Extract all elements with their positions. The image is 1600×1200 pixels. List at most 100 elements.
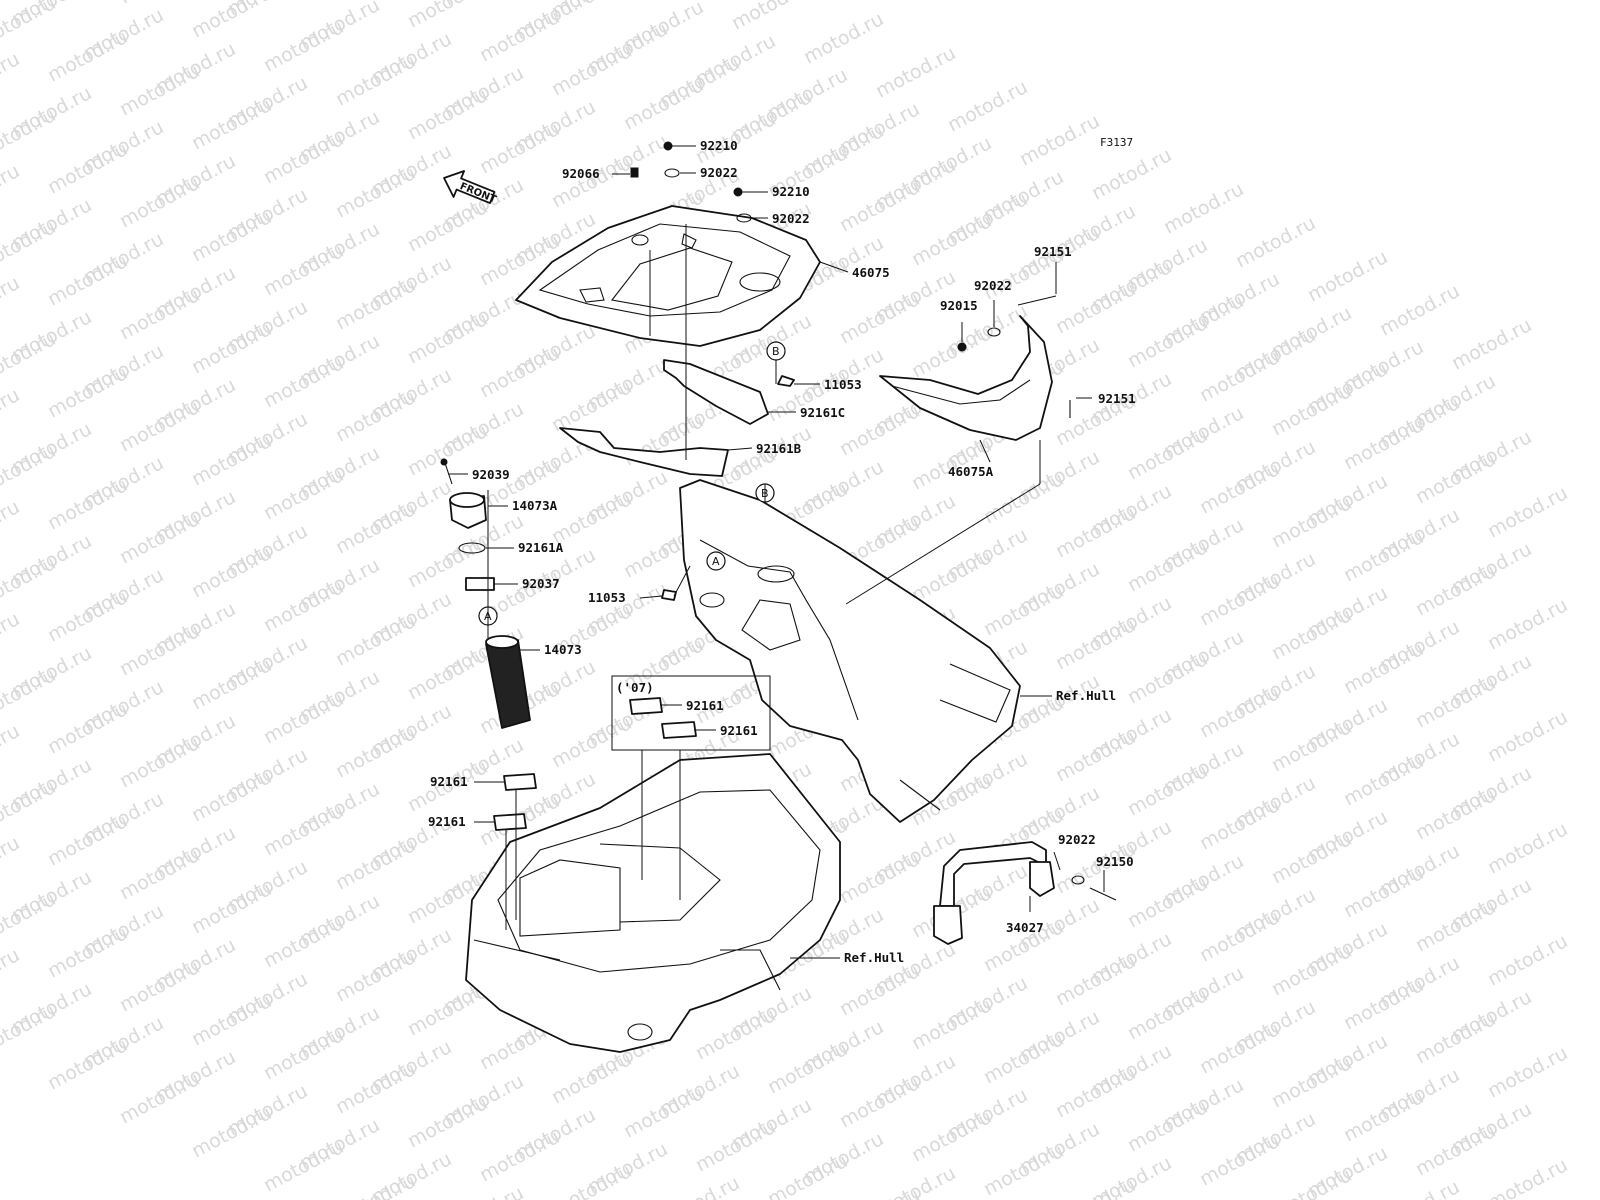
watermark-text: motod.ru bbox=[1052, 1174, 1139, 1200]
watermark-text: motod.ru bbox=[836, 1184, 923, 1200]
watermark-text: motod.ru bbox=[980, 1028, 1067, 1088]
leader-lines bbox=[448, 145, 1105, 959]
watermark-text: motod.ru bbox=[260, 800, 347, 860]
watermark-text: motod.ru bbox=[332, 610, 419, 670]
watermark-text: motod.ru bbox=[656, 1172, 743, 1200]
watermark-text: motod.ru bbox=[1484, 1154, 1571, 1200]
watermark-text: motod.ru bbox=[620, 74, 707, 134]
callout-92022-right: 92022 bbox=[974, 278, 1012, 293]
callout-46075a: 46075A bbox=[948, 464, 994, 479]
watermark-text: motod.ru bbox=[0, 944, 23, 1004]
watermark-text: motod.ru bbox=[260, 576, 347, 636]
watermark-text: motod.ru bbox=[332, 834, 419, 894]
watermark-text: motod.ru bbox=[188, 206, 275, 266]
watermark-text: motod.ru bbox=[692, 1116, 779, 1176]
watermark-text: motod.ru bbox=[1340, 1086, 1427, 1146]
cowl-46075a bbox=[879, 315, 1053, 441]
watermark-text: motod.ru bbox=[0, 48, 23, 108]
watermark-text: motod.ru bbox=[1484, 594, 1571, 654]
watermark-text: motod.ru bbox=[908, 1106, 995, 1166]
watermark-text: motod.ru bbox=[0, 832, 23, 892]
watermark-text: motod.ru bbox=[44, 26, 131, 86]
watermark-text: motod.ru bbox=[116, 0, 203, 8]
hull-lower bbox=[465, 753, 841, 1053]
watermark-text: motod.ru bbox=[836, 960, 923, 1020]
watermark-text: motod.ru bbox=[1268, 1052, 1355, 1112]
watermark-text: motod.ru bbox=[548, 712, 635, 772]
watermark-text: motod.ru bbox=[116, 508, 203, 568]
watermark-text: motod.ru bbox=[440, 1182, 527, 1200]
hull-upper bbox=[679, 479, 1021, 823]
watermark-text: motod.ru bbox=[116, 396, 203, 456]
watermark-text: motod.ru bbox=[1340, 638, 1427, 698]
watermark-text: motod.ru bbox=[332, 946, 419, 1006]
watermark-text: motod.ru bbox=[116, 172, 203, 232]
watermark-text: motod.ru bbox=[44, 922, 131, 982]
watermark-text: motod.ru bbox=[1196, 906, 1283, 966]
watermark-text: motod.ru bbox=[116, 956, 203, 1016]
callout-92161a: 92161A bbox=[518, 540, 564, 555]
watermark-text: motod.ru bbox=[1124, 760, 1211, 820]
watermark-text: motod.ru bbox=[548, 152, 635, 212]
watermark-text: motod.ru bbox=[332, 498, 419, 558]
watermark-text: motod.ru bbox=[0, 608, 23, 668]
watermark-text: motod.ru bbox=[332, 274, 419, 334]
watermark-text: motod.ru bbox=[332, 162, 419, 222]
bolt-92150 bbox=[1089, 887, 1117, 901]
watermark-text: motod.ru bbox=[1484, 930, 1571, 990]
callout-92151-top: 92151 bbox=[1034, 244, 1072, 259]
watermark-text: motod.ru bbox=[1376, 280, 1463, 340]
watermark-text: motod.ru bbox=[188, 0, 275, 42]
watermark-text: motod.ru bbox=[1052, 502, 1139, 562]
watermark-text: motod.ru bbox=[1484, 818, 1571, 878]
watermark-text: motod.ru bbox=[1052, 1062, 1139, 1122]
callout-92161-box2: 92161 bbox=[720, 723, 758, 738]
watermark-text: motod.ru bbox=[188, 542, 275, 602]
watermark-text: motod.ru bbox=[908, 210, 995, 270]
watermark-text: motod.ru bbox=[836, 1072, 923, 1132]
watermark-text: motod.ru bbox=[0, 0, 59, 52]
handle-34027 bbox=[933, 841, 1055, 945]
callout-92161c: 92161C bbox=[800, 405, 845, 420]
cap-14073a bbox=[449, 492, 487, 529]
gasket-92161b bbox=[559, 427, 729, 477]
callout-92039: 92039 bbox=[472, 467, 510, 482]
watermark-text: motod.ru bbox=[764, 1150, 851, 1200]
watermark-text: motod.ru bbox=[620, 1082, 707, 1142]
watermark-text: motod.ru bbox=[260, 240, 347, 300]
watermark-text: motod.ru bbox=[1484, 706, 1571, 766]
watermark-text: motod.ru bbox=[1304, 246, 1391, 306]
watermark-text: motod.ru bbox=[116, 844, 203, 904]
watermark-text: motod.ru bbox=[836, 288, 923, 348]
washer-92022-bottom bbox=[1071, 875, 1085, 885]
watermark-text: motod.ru bbox=[404, 196, 491, 256]
watermark-text: motod.ru bbox=[0, 496, 23, 556]
ref-circle-a-upper: A bbox=[706, 551, 726, 571]
watermark-text: motod.ru bbox=[44, 1034, 131, 1094]
ref-circle-b-upper: B bbox=[766, 341, 786, 361]
watermark-text: motod.ru bbox=[980, 580, 1067, 640]
watermark-text: motod.ru bbox=[476, 342, 563, 402]
watermark-text: motod.ru bbox=[1196, 794, 1283, 854]
watermark-text: motod.ru bbox=[44, 698, 131, 758]
watermark-text: motod.ru bbox=[1340, 526, 1427, 586]
watermark-text: motod.ru bbox=[332, 1058, 419, 1118]
watermark-text: motod.ru bbox=[260, 912, 347, 972]
watermark-text: motod.ru bbox=[1124, 312, 1211, 372]
watermark-text: motod.ru bbox=[1412, 784, 1499, 844]
callout-92066: 92066 bbox=[562, 166, 600, 181]
gasket-92161c bbox=[663, 359, 769, 425]
watermark-text: motod.ru bbox=[116, 1068, 203, 1128]
screw-92039-head bbox=[440, 458, 448, 466]
callout-92161-box1: 92161 bbox=[686, 698, 724, 713]
watermark-text: motod.ru bbox=[1052, 950, 1139, 1010]
watermark-text: motod.ru bbox=[908, 546, 995, 606]
watermark-text: motod.ru bbox=[260, 16, 347, 76]
watermark-text: motod.ru bbox=[1412, 560, 1499, 620]
oring-92161a bbox=[458, 542, 486, 554]
watermark-text: motod.ru bbox=[1268, 492, 1355, 552]
decal-92161-box1 bbox=[629, 697, 663, 715]
watermark-text: motod.ru bbox=[116, 284, 203, 344]
watermark-text: motod.ru bbox=[836, 400, 923, 460]
